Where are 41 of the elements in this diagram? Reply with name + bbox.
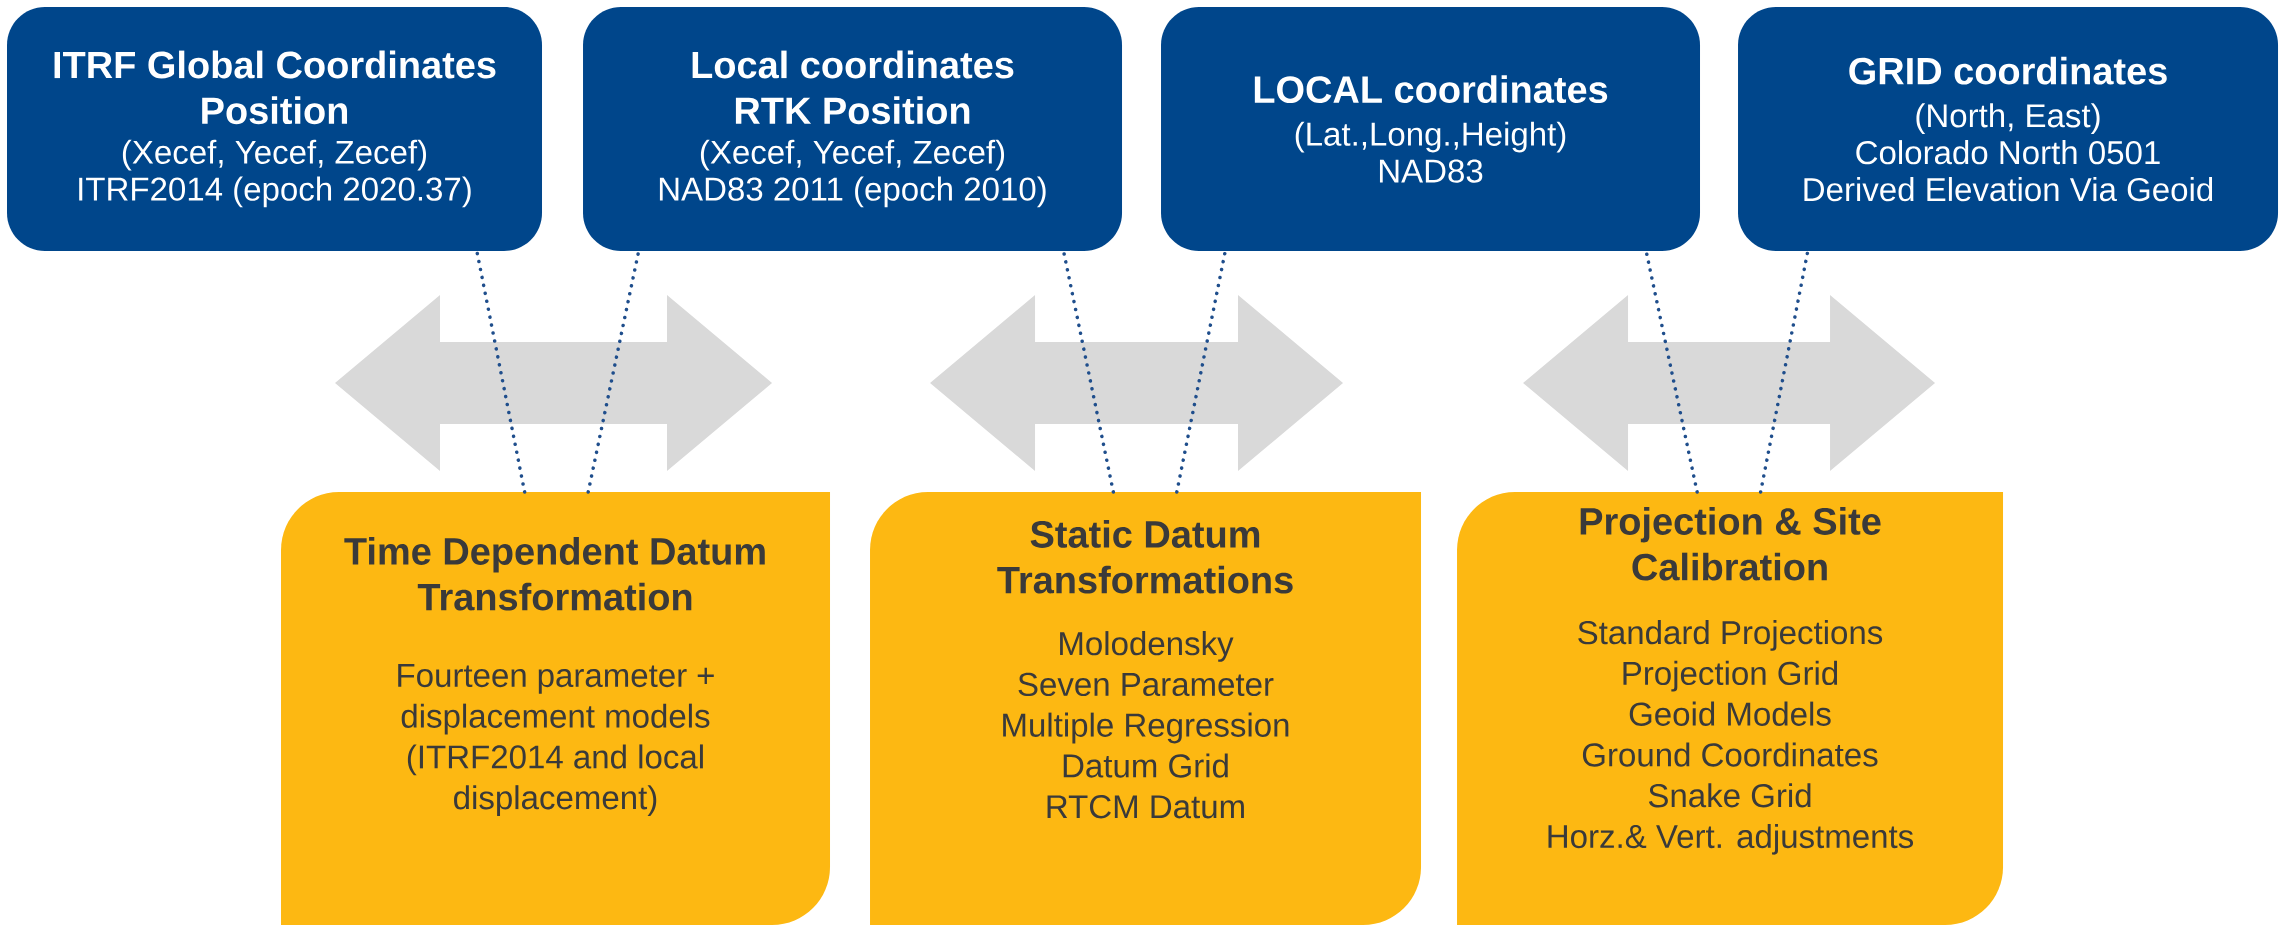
heading: Time Dependent Datum Transformation: [344, 537, 765, 611]
heading: Local coordinates RTK Position: [692, 50, 1014, 125]
body-text: ITRF2014 (epoch 2020.37): [79, 176, 471, 208]
heading: GRID coordinates: [1849, 56, 2167, 85]
heading: Projection & Site Calibration: [1580, 507, 1881, 581]
body-text: Ground Coordinates: [1582, 742, 1878, 767]
coordinate-box: [583, 7, 1122, 251]
body-text: (Xecef, Yecef, Zecef): [122, 139, 427, 171]
body-text: (Lat.,Long.,Height): [1295, 121, 1566, 153]
dotted-line: [586, 249, 641, 494]
body-text: Geoid Models: [1629, 701, 1831, 726]
process-box: [870, 492, 1421, 925]
dotted-line: [475, 249, 527, 494]
body-text: Seven Parameter: [1018, 672, 1274, 697]
body-text: Standard Projections: [1578, 620, 1883, 651]
body-text: Colorado North 0501: [1856, 140, 2160, 165]
body-text: Datum Grid: [1063, 753, 1228, 778]
body-text: Fourteen parameter + displacement models (ITRF2014 and local displacement): [398, 664, 714, 816]
dotted-line: [1175, 249, 1228, 494]
dotted-line: [1758, 249, 1810, 494]
body-text: Horz.& Vert. adjustments: [1548, 823, 1914, 855]
body-text: NAD83 2011 (epoch 2010): [659, 176, 1046, 208]
body-text: Derived Elevation Via Geoid: [1804, 177, 2213, 202]
body-text: RTCM Datum: [1047, 795, 1244, 819]
process-box: [281, 492, 830, 925]
process-box: [1457, 492, 2004, 925]
dotted-line: [1061, 249, 1116, 494]
body-text: Molodensky: [1060, 631, 1234, 662]
heading: LOCAL coordinates: [1254, 75, 1608, 104]
dotted-line: [1644, 249, 1699, 494]
body-text: (North, East): [1916, 103, 2100, 134]
body-text: (Xecef, Yecef, Zecef): [700, 139, 1005, 171]
heading: Static Datum Transformations: [997, 520, 1293, 594]
coordinate-box: [1161, 7, 1700, 251]
coordinate-box: [1738, 7, 2279, 251]
heading: ITRF Global Coordinates Position: [54, 50, 496, 125]
coordinate-box: [7, 7, 542, 251]
body-text: NAD83: [1379, 159, 1483, 183]
body-text: Multiple Regression: [1003, 712, 1289, 744]
body-text: Projection Grid: [1623, 660, 1838, 692]
body-text: Snake Grid: [1648, 783, 1811, 808]
